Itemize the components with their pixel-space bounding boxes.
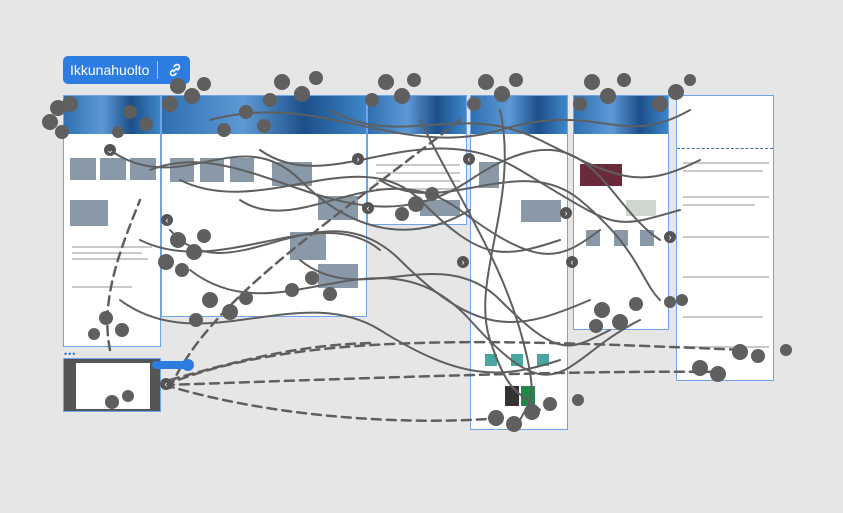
endpoint-cluster bbox=[217, 105, 271, 137]
text-line bbox=[683, 204, 755, 206]
connector-line bbox=[209, 109, 691, 139]
nav-down-button[interactable]: ⌄ bbox=[104, 144, 116, 156]
text-line bbox=[683, 236, 769, 238]
endpoint-cluster bbox=[488, 394, 584, 432]
image-thumbnail bbox=[586, 230, 600, 246]
endpoint-cluster bbox=[692, 344, 792, 382]
endpoint-cluster bbox=[42, 96, 78, 139]
image-thumbnail bbox=[537, 354, 549, 366]
image-thumbnail bbox=[485, 354, 497, 366]
text-line bbox=[72, 258, 148, 260]
dashed-connector bbox=[106, 198, 142, 352]
text-line bbox=[683, 170, 763, 172]
endpoint-cluster bbox=[263, 71, 323, 107]
page-frame-contact[interactable] bbox=[573, 95, 669, 330]
endpoint-cluster bbox=[112, 105, 153, 138]
endpoint-cluster bbox=[189, 291, 253, 327]
endpoint-cluster bbox=[467, 73, 523, 111]
endpoint-cluster bbox=[162, 77, 211, 112]
endpoint-cluster bbox=[652, 74, 696, 112]
nav-left-button[interactable]: ‹ bbox=[161, 214, 173, 226]
image-thumbnail bbox=[70, 158, 96, 180]
nav-right-button[interactable]: › bbox=[457, 256, 469, 268]
hero-image bbox=[471, 96, 567, 134]
endpoint-cluster bbox=[664, 294, 688, 308]
text-line bbox=[72, 246, 152, 248]
image-thumbnail bbox=[100, 158, 126, 180]
nav-left-button[interactable]: ‹ bbox=[566, 256, 578, 268]
text-line bbox=[376, 172, 460, 174]
page-frame-form-dialog[interactable] bbox=[63, 358, 161, 412]
endpoint-cluster bbox=[365, 73, 421, 107]
text-line bbox=[376, 188, 460, 190]
connector-line bbox=[109, 149, 471, 231]
text-line bbox=[376, 180, 460, 182]
page-frame-terms[interactable] bbox=[676, 95, 774, 381]
text-line bbox=[683, 276, 769, 278]
more-indicator[interactable]: ••• bbox=[64, 349, 77, 359]
divider bbox=[677, 148, 773, 149]
dashed-connector bbox=[163, 370, 722, 387]
nav-right-button[interactable]: › bbox=[560, 207, 572, 219]
nav-left-button[interactable]: ‹ bbox=[463, 153, 475, 165]
text-line bbox=[683, 346, 769, 348]
nav-right-button[interactable]: › bbox=[664, 231, 676, 243]
connector-line bbox=[239, 187, 601, 255]
image-thumbnail bbox=[614, 230, 628, 246]
connector-line bbox=[189, 269, 641, 376]
text-line bbox=[72, 286, 132, 288]
connector-line bbox=[329, 109, 701, 179]
image-thumbnail bbox=[580, 164, 622, 186]
group-tag-title: Ikkunahuolto bbox=[70, 62, 150, 78]
endpoint-cluster bbox=[285, 271, 337, 301]
link-icon-glyph bbox=[170, 63, 181, 77]
image-thumbnail bbox=[70, 200, 108, 226]
text-line bbox=[683, 162, 769, 164]
nav-right-button[interactable]: › bbox=[352, 153, 364, 165]
connector-line bbox=[179, 175, 561, 253]
endpoint-cluster bbox=[88, 311, 129, 340]
connector-line bbox=[299, 259, 611, 347]
dashed-connector bbox=[163, 340, 747, 387]
nav-left-button[interactable]: ‹ bbox=[362, 202, 374, 214]
connector-line bbox=[169, 229, 591, 324]
nav-left-button[interactable]: ‹ bbox=[160, 378, 172, 390]
dashed-connector bbox=[168, 118, 462, 390]
hero-image bbox=[368, 96, 466, 134]
connection-handle[interactable] bbox=[152, 359, 194, 371]
connector-line bbox=[484, 109, 541, 411]
text-line bbox=[683, 316, 763, 318]
endpoint-cluster bbox=[105, 390, 134, 409]
endpoint-cluster bbox=[158, 229, 211, 277]
text-line bbox=[72, 252, 142, 254]
page-frame-home[interactable] bbox=[63, 95, 161, 347]
connector-line bbox=[149, 148, 661, 241]
text-line bbox=[376, 164, 460, 166]
image-thumbnail bbox=[626, 200, 656, 216]
endpoint-cluster bbox=[395, 187, 439, 221]
text-line bbox=[683, 196, 769, 198]
group-tag[interactable]: Ikkunahuolto bbox=[63, 56, 191, 84]
endpoint-cluster bbox=[573, 73, 631, 111]
link-icon[interactable] bbox=[166, 61, 184, 79]
connector-line bbox=[139, 232, 381, 253]
image-thumbnail bbox=[521, 200, 561, 222]
dashed-connector bbox=[163, 383, 502, 422]
image-thumbnail bbox=[479, 162, 499, 188]
tag-divider bbox=[157, 61, 159, 79]
endpoint-cluster bbox=[589, 297, 643, 333]
